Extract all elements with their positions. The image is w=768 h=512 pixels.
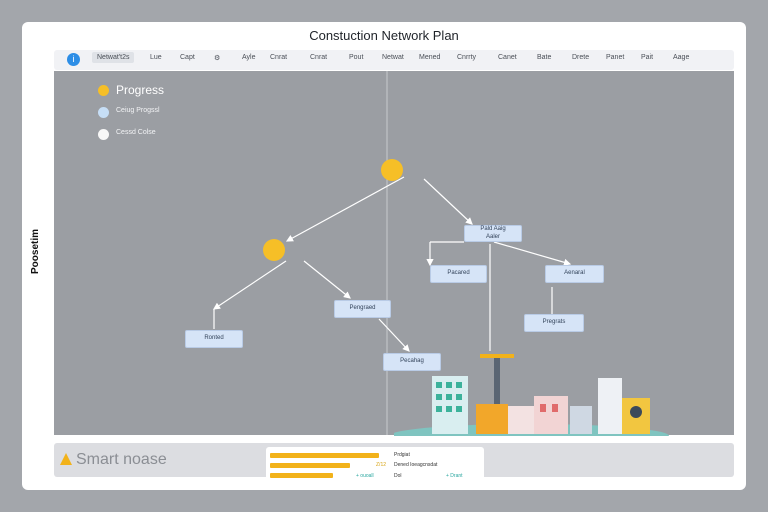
edge xyxy=(213,260,287,310)
milestone-node-mid[interactable] xyxy=(263,239,285,261)
legend-swatch xyxy=(98,85,109,96)
app-window: Constuction Network Plan i Netwat't2s Lu… xyxy=(22,22,746,490)
page-title: Constuction Network Plan xyxy=(309,28,459,43)
toolbar-item-8[interactable]: Mened xyxy=(419,54,441,61)
brand-name: Smart noase xyxy=(76,451,167,468)
diagram-canvas[interactable]: Progress Ceiug Progssl Cessd Colse Pald … xyxy=(54,71,734,446)
task-node-center-low[interactable]: Pecahag xyxy=(383,353,441,371)
info-icon[interactable]: i xyxy=(67,53,80,66)
edge xyxy=(378,318,410,352)
diagram-edges xyxy=(213,71,572,435)
stat-label: Dol xyxy=(394,473,402,479)
toolbar-item-7[interactable]: Netwat xyxy=(382,54,404,61)
footer-bar: Smart noase Prdgiat Z/12 Dened Ioeagcnsd… xyxy=(54,443,734,481)
legend-label: Progress xyxy=(116,83,165,97)
stat-label: Dened Ioeagcnsdat xyxy=(394,462,438,468)
toolbar-item-5[interactable]: Cnrat xyxy=(310,54,328,61)
edge xyxy=(285,176,405,242)
stat-label: + Drant xyxy=(446,473,463,479)
stat-label: Z/12 xyxy=(376,462,387,468)
toolbar-item-13[interactable]: Panet xyxy=(606,54,625,61)
task-node-left-mid[interactable]: Pengraed xyxy=(334,300,391,318)
edge xyxy=(493,241,572,266)
city-skyline-illustration xyxy=(394,354,669,436)
progress-bar-1 xyxy=(270,453,379,458)
legend-swatch xyxy=(98,129,109,140)
task-node-right-mid-right[interactable]: Aenaral xyxy=(545,265,604,283)
toolbar-item-11[interactable]: Bate xyxy=(537,54,552,61)
status-card: Prdgiat Z/12 Dened Ioeagcnsdat + ouoall … xyxy=(266,447,484,481)
toolbar-item-1[interactable]: Lue xyxy=(150,54,162,61)
warning-icon xyxy=(60,453,72,465)
toolbar-item-3[interactable]: Ayle xyxy=(242,54,256,61)
legend-label: Ceiug Progssl xyxy=(116,107,160,114)
progress-bar-3 xyxy=(270,473,333,478)
toolbar-item-9[interactable]: Cnrrty xyxy=(457,54,477,61)
edge xyxy=(423,178,473,225)
task-node-left-low[interactable]: Ronted xyxy=(185,330,243,348)
toolbar-item-14[interactable]: Pait xyxy=(641,54,654,61)
toolbar-item-12[interactable]: Drete xyxy=(572,54,590,61)
legend-swatch xyxy=(98,107,109,118)
task-node-right-low[interactable]: Pregrats xyxy=(524,314,584,332)
task-node-top-right[interactable]: Pald Aaig Aaler xyxy=(464,225,522,242)
stat-label: + ouoall xyxy=(356,473,374,479)
side-axis-label: Poosetim xyxy=(30,228,42,275)
toolbar-item-4[interactable]: Cnrat xyxy=(270,54,288,61)
milestone-node-top[interactable] xyxy=(381,159,403,181)
edge xyxy=(303,260,351,299)
settings-icon[interactable]: ⚙ xyxy=(214,55,221,62)
toolbar-item-10[interactable]: Canet xyxy=(498,54,517,61)
tab-network[interactable]: Netwat't2s xyxy=(92,52,135,63)
toolbar: i Netwat't2s Lue Capt ⚙ Ayle Cnrat Cnrat… xyxy=(54,50,734,70)
toolbar-item-2[interactable]: Capt xyxy=(180,54,195,61)
progress-bar-2 xyxy=(270,463,350,468)
toolbar-item-15[interactable]: Aage xyxy=(673,54,690,61)
task-node-right-mid-left[interactable]: Pacared xyxy=(430,265,487,283)
stat-label: Prdgiat xyxy=(394,452,410,458)
legend-label: Cessd Colse xyxy=(116,129,156,136)
toolbar-item-6[interactable]: Pout xyxy=(349,54,364,61)
